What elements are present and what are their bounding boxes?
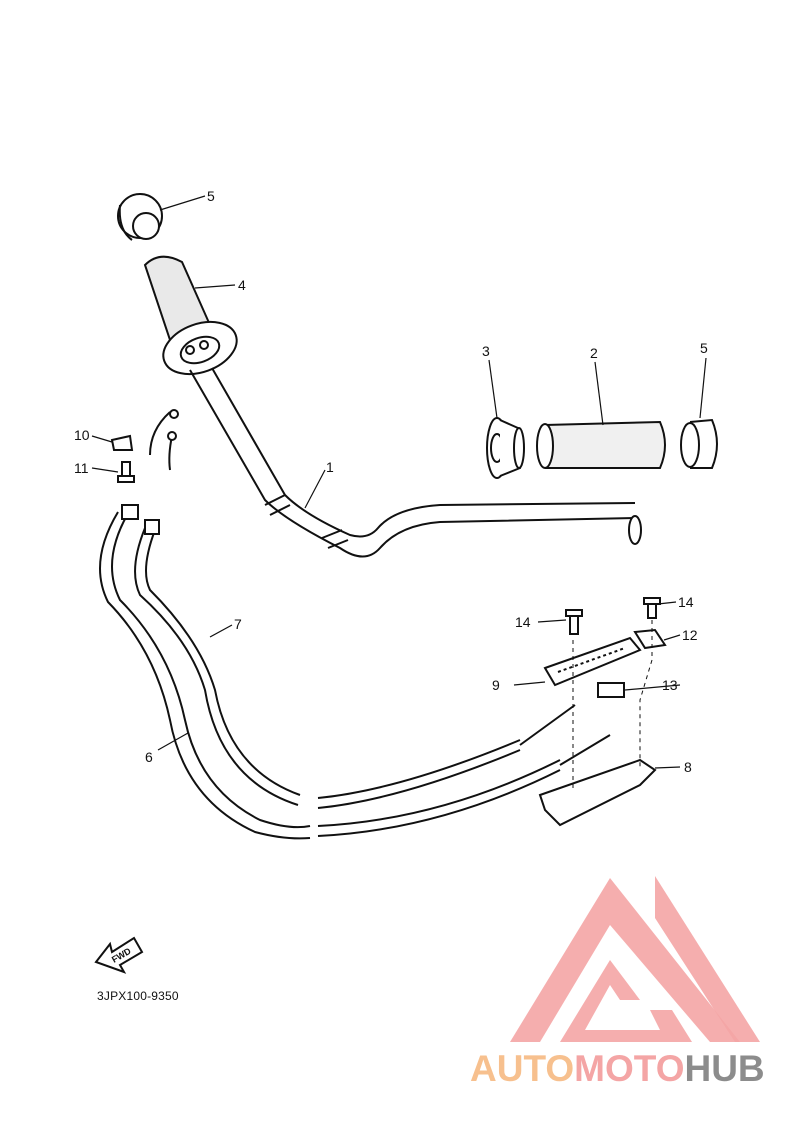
- callout-5-right: 5: [700, 340, 708, 356]
- mounting-screw: [117, 461, 135, 483]
- handlebar: [189, 367, 642, 558]
- callout-14-right: 14: [678, 594, 694, 610]
- callout-2: 2: [590, 345, 598, 361]
- throttle-housing-lower: [538, 758, 657, 827]
- callout-1: 1: [326, 459, 334, 475]
- leader-lines: [91, 195, 707, 769]
- callout-7: 7: [234, 616, 242, 632]
- grip-right: [536, 420, 666, 469]
- watermark-brand: AUTOMOTOHUB: [470, 1048, 765, 1090]
- assembly-guide-lines: [572, 620, 653, 790]
- callout-8: 10: [74, 427, 90, 443]
- cable-clip: [110, 434, 134, 451]
- callout-3: 3: [482, 343, 490, 359]
- forward-arrow-icon: FWD: [94, 936, 144, 974]
- throttle-cables: [99, 409, 611, 840]
- housing-block: [597, 682, 625, 698]
- brand-hub: HUB: [684, 1048, 765, 1089]
- callout-5-left: 5: [207, 188, 215, 204]
- watermark-logo: [510, 876, 760, 1042]
- brand-auto: AUTO: [470, 1048, 575, 1089]
- callout-12: 12: [682, 627, 698, 643]
- diagram-part-code: 3JPX100-9350: [97, 989, 179, 1003]
- brand-moto: MOTO: [574, 1048, 685, 1089]
- callout-11: 9: [492, 677, 500, 693]
- callout-4: 4: [238, 277, 246, 293]
- housing-screws: [565, 597, 661, 635]
- bar-end-weight-left: [117, 193, 163, 241]
- callout-14-left: 14: [515, 614, 531, 630]
- callout-10: 8: [684, 759, 692, 775]
- grip-collar-right: [486, 417, 525, 479]
- callout-13: 13: [662, 677, 678, 693]
- grip-left: [143, 255, 238, 376]
- callout-6: 6: [145, 749, 153, 765]
- throttle-housing-upper: [543, 636, 642, 687]
- bar-end-weight-right: [680, 418, 718, 469]
- housing-plate: [633, 628, 667, 650]
- callout-9: 11: [74, 460, 89, 476]
